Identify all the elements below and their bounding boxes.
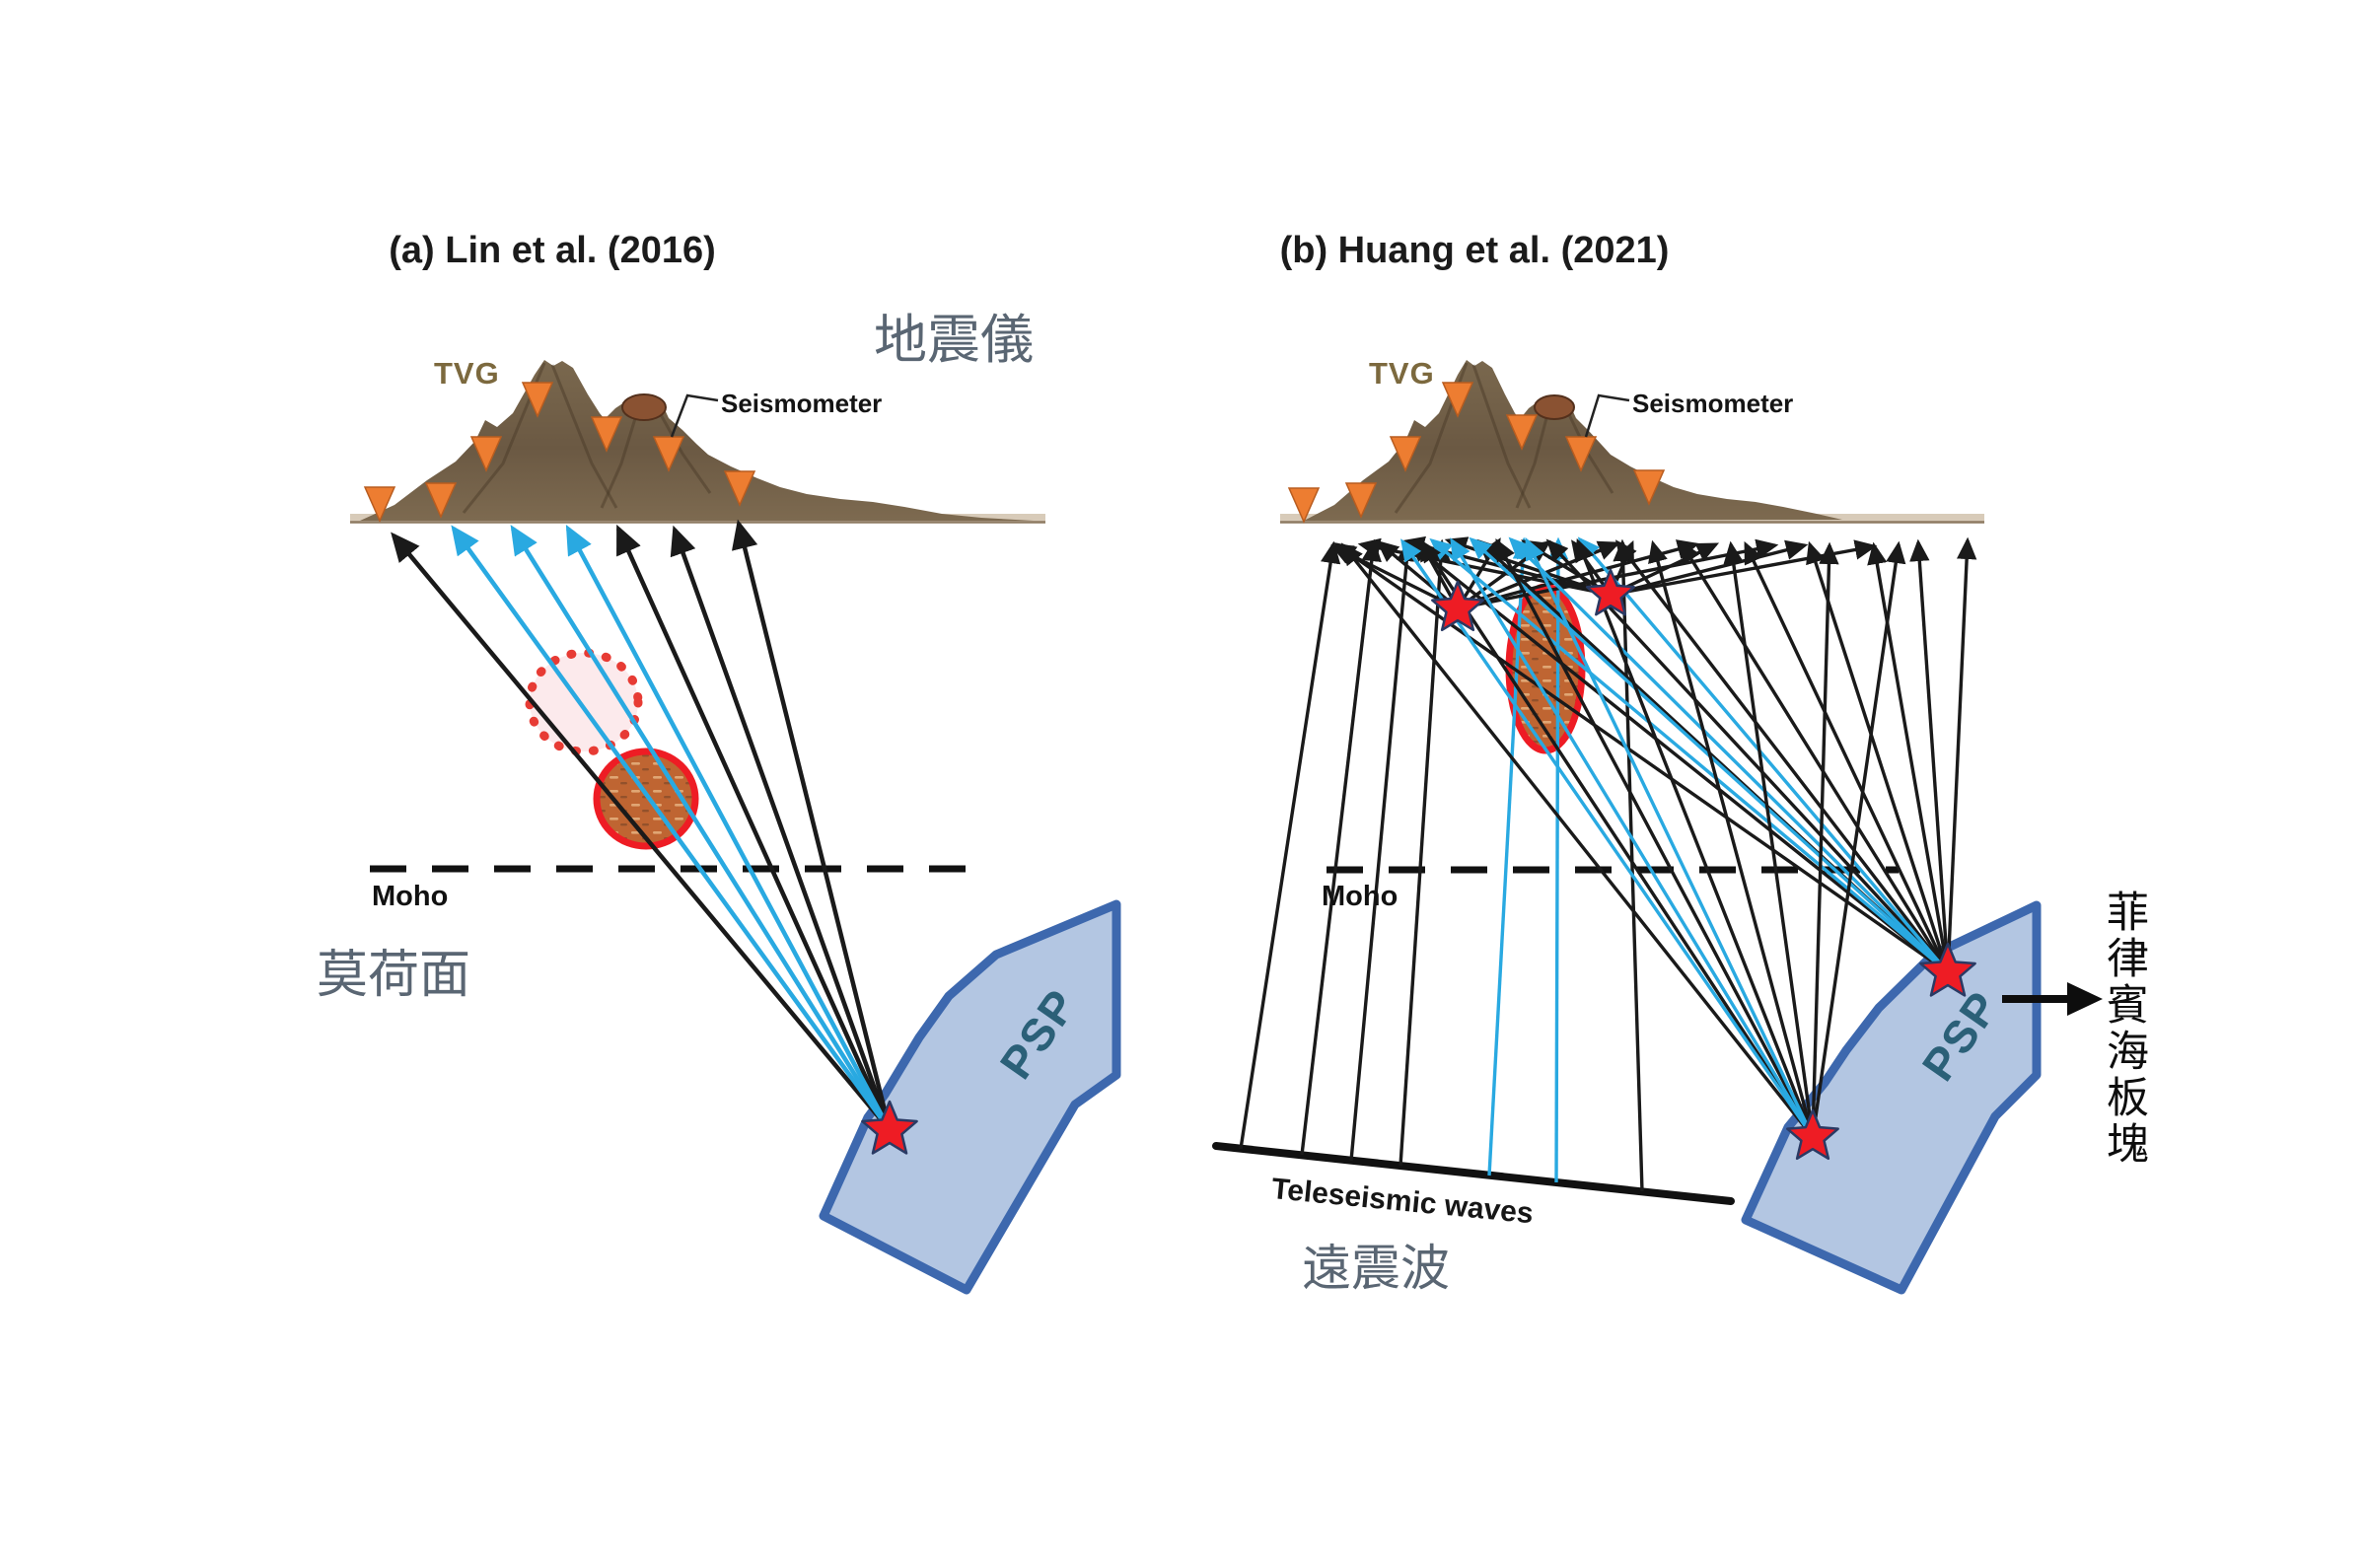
panel-a-shapes [350, 360, 1121, 1295]
panel-b-moho-label: Moho [1322, 881, 1399, 912]
panel-a-seismometer-label: Seismometer [721, 389, 883, 418]
panel-a-title: (a) Lin et al. (2016) [389, 230, 716, 271]
philippine-sea-plate-label-zh: 菲律賓海板塊 [2107, 890, 2149, 1169]
panel-b-tvg-label: TVG [1369, 356, 1435, 391]
moho-label-zh: 莫荷面 [317, 947, 471, 1004]
panel-b-title: (b) Huang et al. (2021) [1279, 230, 1670, 271]
teleseismic-label-zh: 遠震波 [1302, 1241, 1450, 1296]
panel-b-seismometer-label: Seismometer [1632, 389, 1794, 418]
panel-b-shapes [1212, 360, 2103, 1295]
panel-a-tvg-label: TVG [434, 356, 500, 391]
panel-a-moho-label: Moho [372, 881, 449, 912]
seismometer-label-zh: 地震儀 [874, 311, 1034, 370]
